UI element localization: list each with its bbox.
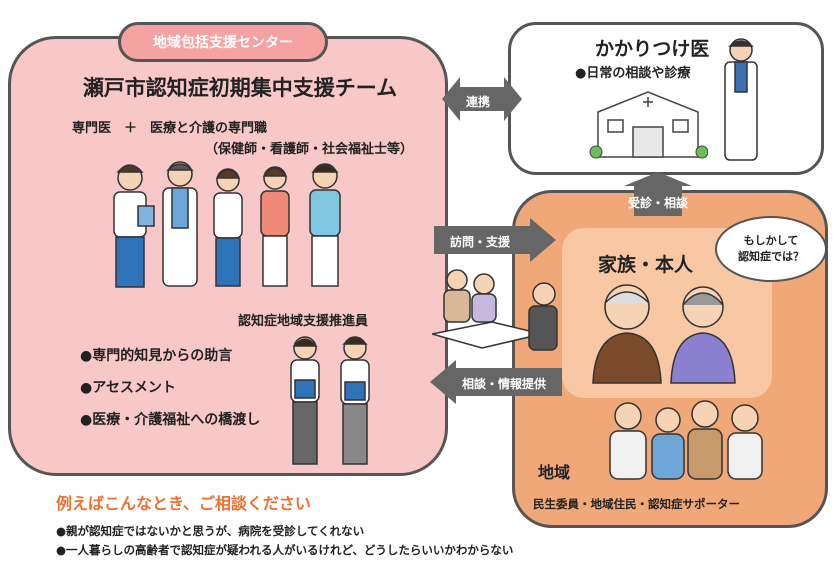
community-title: 地域 <box>538 463 571 482</box>
examples-title: 例えばこんなとき、ご相談ください <box>56 494 311 513</box>
family-title: 家族・本人 <box>598 254 694 276</box>
function-advice: ●専門的知見からの助言 <box>80 348 233 364</box>
consult-info-label: 相談・情報提供 <box>462 377 547 391</box>
team-title: 瀬戸市認知症初期集中支援チーム <box>82 76 398 100</box>
visit-support-label: 訪問・支援 <box>450 235 511 249</box>
home-visit-scene <box>432 269 558 351</box>
function-bridging: ●医療・介護福祉への橋渡し <box>80 412 261 428</box>
cooperation-arrow <box>442 77 522 121</box>
doctor-title: かかりつけ医 <box>595 38 710 60</box>
staff-line: 専門医 ＋ 医療と介護の専門職 <box>72 121 268 136</box>
family-figures-icon <box>592 284 736 384</box>
visit-consult-arrow <box>624 172 692 216</box>
team-staff-illustration <box>113 161 341 288</box>
staff-sub: （保健師・看護師・社会福祉士等） <box>205 142 414 157</box>
consult-info-arrow <box>430 360 562 404</box>
center-tag: 地域包括支援センター <box>118 22 328 62</box>
coordinator-label: 認知症地域支援推進員 <box>238 314 369 329</box>
function-assessment: ●アセスメント <box>80 380 176 396</box>
speech-bubble: もしかして 認知症では？ <box>715 216 827 282</box>
bubble-line-2: 認知症では？ <box>738 250 804 263</box>
coordinator-illustration <box>290 336 370 465</box>
community-people-icon <box>609 400 763 480</box>
community-members: 民生委員・地域住民・認知症サポーター <box>533 497 740 511</box>
visit-consult-label: 受診・相談 <box>628 196 689 210</box>
doctor-subtitle: ●日常の相談や診療 <box>575 66 691 81</box>
clinic-building-icon <box>589 91 708 159</box>
example-item-1: ●親が認知症ではないかと思うが、病院を受診してくれない <box>56 524 365 538</box>
bubble-line-1: もしかして <box>743 234 799 247</box>
example-item-2: ●一人暮らしの高齢者で認知症が疑われる人がいるけれど、どうしたらいいかわからない <box>56 543 514 557</box>
cooperation-label: 連携 <box>466 95 491 109</box>
doctor-figure-icon <box>724 38 758 161</box>
visit-support-arrow <box>434 218 556 262</box>
